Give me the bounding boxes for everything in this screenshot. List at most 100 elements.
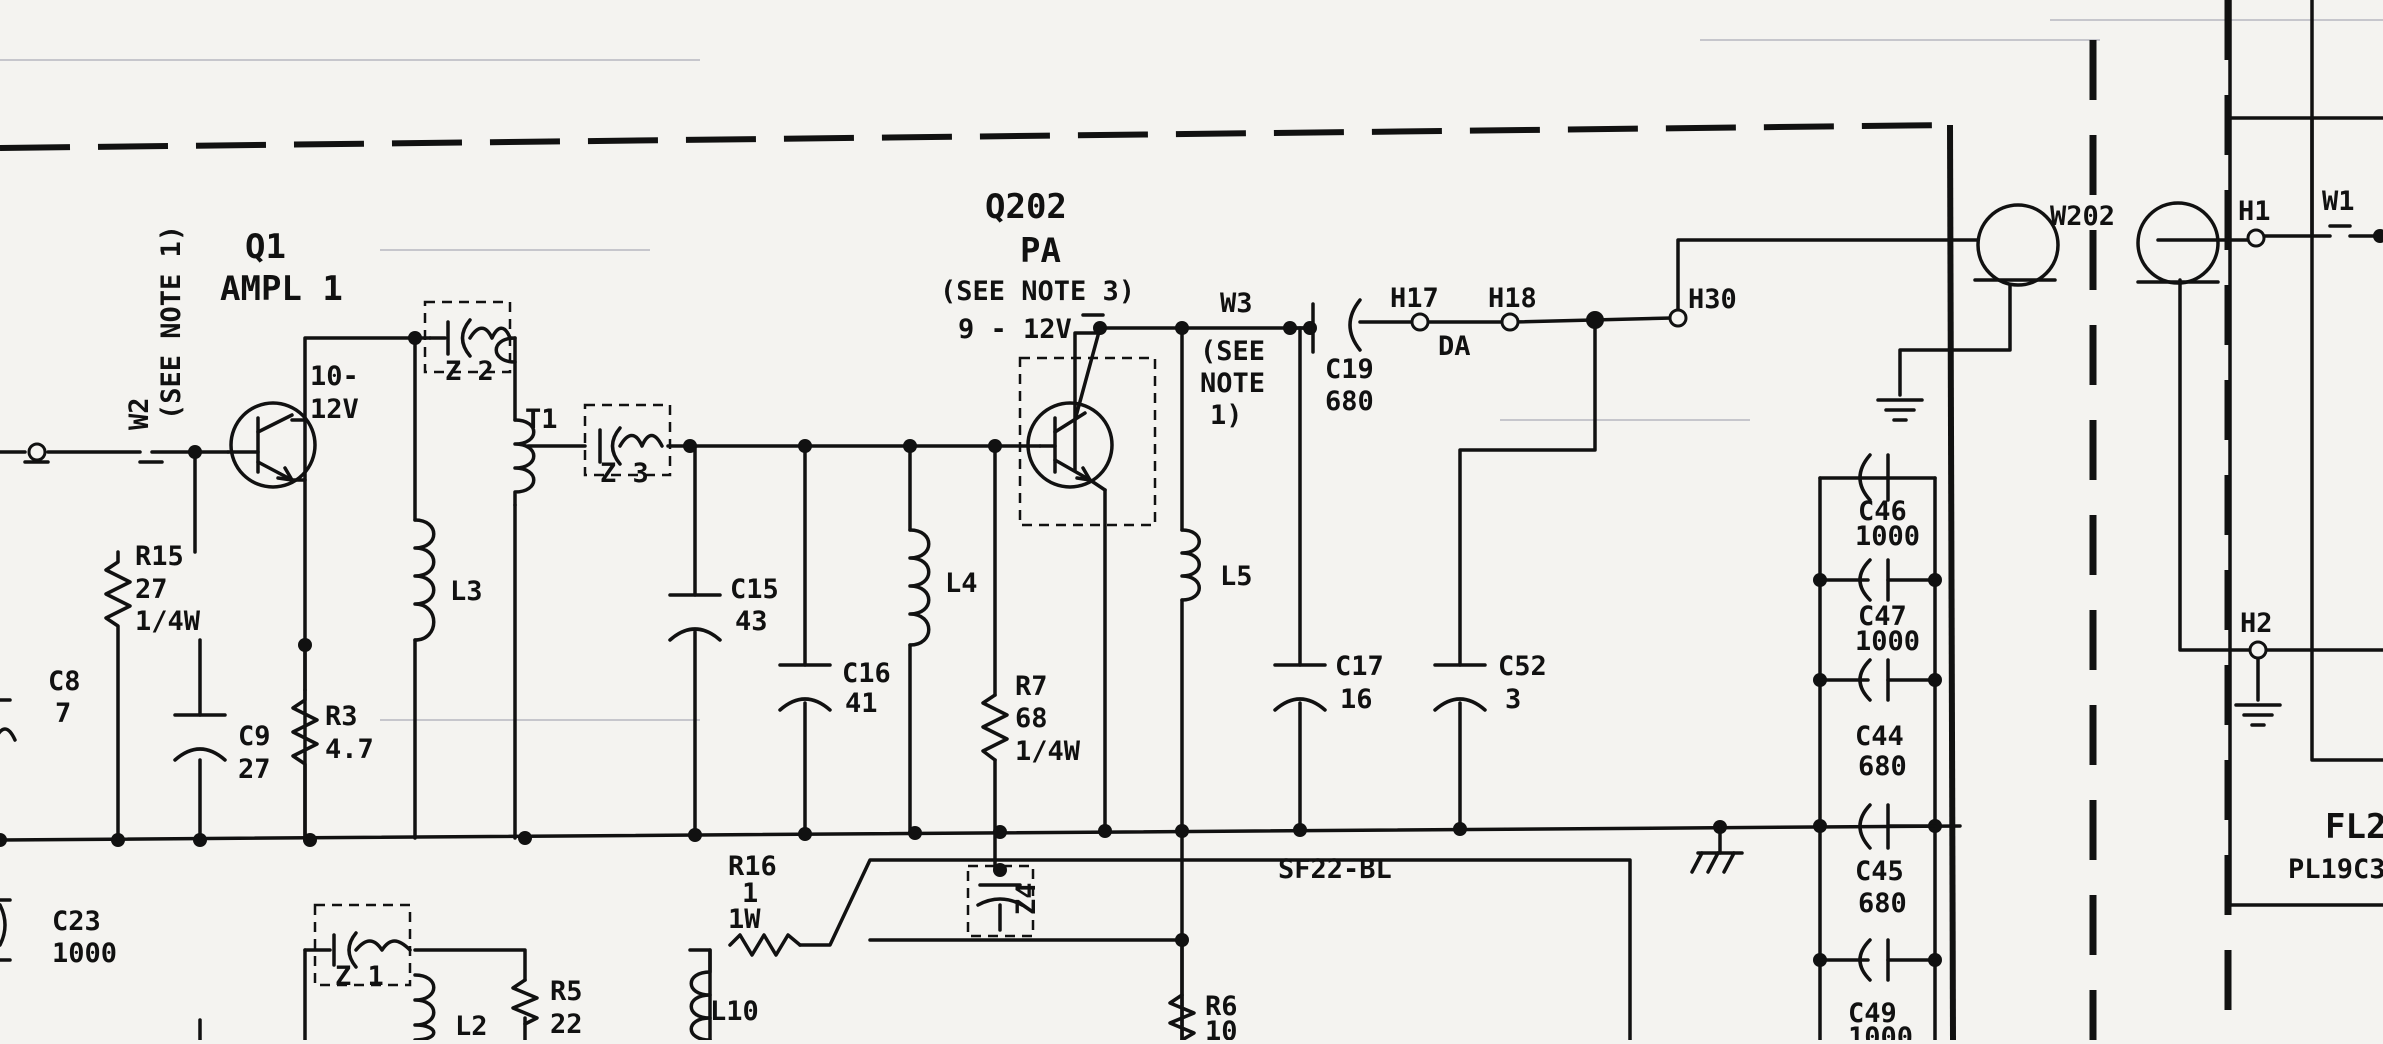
r6-resistor-icon [1168, 993, 1196, 1042]
q1-ref: Q1 [245, 227, 286, 267]
l2-ref: L2 [455, 1011, 488, 1040]
q202-name: PA [1020, 231, 1061, 271]
r16-ref: R16 [728, 851, 777, 882]
da-ref: DA [1438, 331, 1471, 362]
h1-terminal [2246, 228, 2266, 248]
c52-value: 3 [1505, 684, 1521, 715]
c49-capacitor-icon [1818, 938, 1937, 982]
r3-resistor-icon [291, 688, 319, 842]
z2-ref: Z 2 [445, 356, 494, 387]
w202-connector-icon [1976, 203, 2060, 287]
labels: Q1 AMPL 1 10- 12V Q202 PA (SEE NOTE 3) 9… [48, 186, 2383, 1044]
c15-value: 43 [735, 606, 768, 637]
c19-ref: C19 [1325, 354, 1374, 385]
q202-voltage: 9 - 12V [958, 314, 1072, 345]
sf22-ref: SF22-BL [1278, 854, 1392, 885]
r7-power: 1/4W [1015, 736, 1081, 767]
ground-symbols [1690, 398, 2282, 874]
r5-value: 22 [550, 1009, 583, 1040]
z1-ref: Z 1 [335, 961, 384, 992]
c19-value: 680 [1325, 386, 1374, 417]
c9-capacitor-icon [173, 638, 227, 842]
c45-value: 680 [1858, 888, 1907, 919]
c44-ref: C44 [1855, 721, 1904, 752]
l4-inductor-icon [908, 528, 931, 647]
capacitors [0, 298, 1937, 982]
c45-capacitor-icon [1858, 803, 1937, 850]
c17-ref: C17 [1335, 651, 1384, 682]
fl-ref: FL2 [2325, 807, 2383, 847]
c46-capacitor-icon [1858, 453, 1890, 502]
h30-terminal [1668, 308, 1688, 328]
c17-value: 16 [1340, 684, 1373, 715]
c19-capacitor-icon [1311, 298, 1362, 354]
z4-module-icon [966, 864, 1035, 938]
c52-capacitor-icon [1433, 663, 1487, 712]
t1-ref: T1 [525, 404, 558, 435]
c8-ref: C8 [48, 666, 81, 697]
coax-connectors [1973, 201, 2220, 287]
z4-ref: Z4 [1011, 882, 1042, 915]
c23-ref: C23 [52, 906, 101, 937]
c23-capacitor-icon [0, 903, 7, 947]
c15-ref: C15 [730, 574, 779, 605]
c9-ref: C9 [238, 721, 271, 752]
q1-voltage-b: 12V [310, 394, 359, 425]
l5-ref: L5 [1220, 561, 1253, 592]
c45-ref: C45 [1855, 856, 1904, 887]
h2-terminal [2248, 640, 2268, 660]
h17-ref: H17 [1390, 283, 1439, 314]
c47-capacitor-icon [1818, 558, 1937, 602]
c46-ref: C46 [1858, 496, 1907, 527]
z-modules [303, 300, 1035, 987]
r16-power: 1W [728, 904, 761, 935]
w202-ref: W202 [2050, 201, 2115, 232]
r3-ref: R3 [325, 701, 358, 732]
r7-ref: R7 [1015, 671, 1048, 702]
c49-value: 1000 [1848, 1022, 1913, 1040]
l4-ref: L4 [945, 568, 978, 599]
r7-resistor-icon [981, 693, 1009, 762]
c15-capacitor-icon [668, 593, 722, 642]
r6-value: 10 [1205, 1016, 1238, 1040]
h30-ref: H30 [1688, 284, 1737, 315]
w3-ref: W3 [1220, 288, 1253, 319]
r3-value: 4.7 [325, 734, 374, 765]
fl-part: PL19C3 [2288, 854, 2383, 885]
c8-value: 7 [55, 698, 71, 729]
r15-value: 27 [135, 574, 168, 605]
z3-module-icon [583, 403, 672, 477]
w2-terminal-left [27, 442, 47, 462]
c16-capacitor-icon [778, 663, 832, 712]
ground-icon [2234, 703, 2282, 727]
c47-ref: C47 [1858, 601, 1907, 632]
z3-ref: Z 3 [600, 458, 649, 489]
r16-value: 1 [742, 878, 758, 909]
r15-resistor-icon [104, 550, 132, 842]
r5-resistor-icon [511, 978, 539, 1026]
q1-name: AMPL 1 [220, 269, 343, 309]
c49-ref: C49 [1848, 998, 1897, 1029]
z2-module-icon [423, 300, 512, 374]
ground-icon [1876, 398, 1924, 422]
h2-ref: H2 [2240, 608, 2273, 639]
c16-ref: C16 [842, 658, 891, 689]
c52-ref: C52 [1498, 651, 1547, 682]
q202-note: (SEE NOTE 3) [940, 276, 1135, 307]
h18-ref: H18 [1488, 283, 1537, 314]
chassis-ground-icon [1690, 824, 1744, 874]
l2-inductor-icon [413, 973, 436, 1042]
h-connector-icon [2136, 201, 2220, 285]
shield-outline [0, 0, 2232, 1041]
w3-note-a: (SEE [1200, 336, 1265, 367]
c44-capacitor-icon [1818, 658, 1937, 702]
z1-module-icon [303, 903, 412, 987]
h18-terminal [1500, 312, 1520, 332]
junction-dots [0, 229, 2383, 967]
w1-ref: W1 [2322, 186, 2355, 217]
c16-value: 41 [845, 688, 878, 719]
w3-note-c: 1) [1210, 400, 1243, 431]
q1-voltage-a: 10- [310, 361, 359, 392]
c17-capacitor-icon [1273, 663, 1327, 712]
